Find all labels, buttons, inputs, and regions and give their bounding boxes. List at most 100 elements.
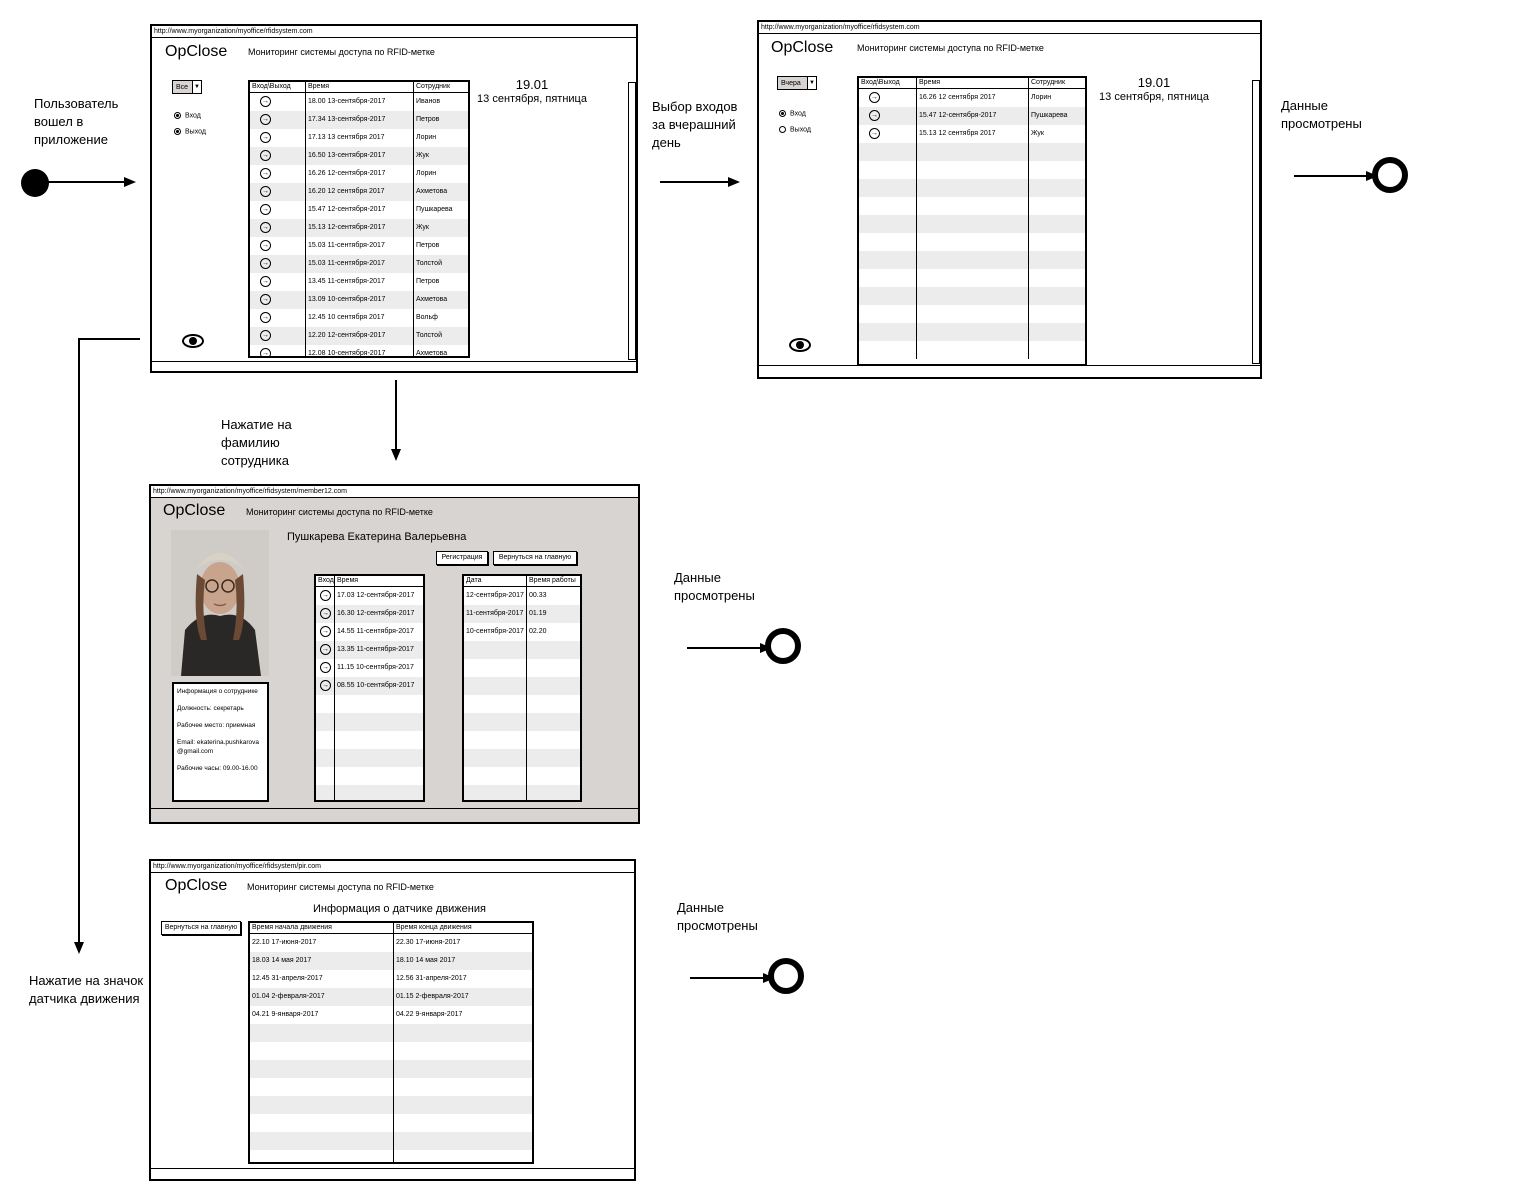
time-cell: 16.50 13-сентября-2017 [306,147,414,165]
hours-cell [527,641,580,659]
inout-cell: → [316,605,335,623]
motion-sensor-eye-icon[interactable] [182,334,204,348]
start-cell [250,1132,394,1150]
home-button[interactable]: Вернуться на главную [493,551,577,565]
address-bar[interactable]: http://www.myorganization/myoffice/rfids… [152,26,636,38]
time-cell [917,305,1029,323]
time-cell: 16.20 12 сентября 2017 [306,183,414,201]
radio-in[interactable]: Вход [779,110,806,117]
hours-cell [527,767,580,785]
date-cell [464,713,527,731]
table-row[interactable]: →13.35 11-сентября-2017 [316,641,423,659]
table-row [859,287,1085,305]
main-screen: http://www.myorganization/myoffice/rfids… [150,24,638,373]
time-cell: 16.26 12-сентября-2017 [306,165,414,183]
start-cell: 18.03 14 мая 2017 [250,952,394,970]
hours-cell: 00.33 [529,592,547,599]
start-cell [250,1060,394,1078]
table-row[interactable]: →14.55 11-сентября-2017 [316,623,423,641]
scrollbar[interactable] [628,82,636,360]
address-bar[interactable]: http://www.myorganization/myoffice/rfids… [151,861,634,873]
employee-name[interactable]: Пушкарева Екатерина Валерьевна [287,531,467,543]
time-cell: 11.15 10-сентября-2017 [337,664,414,671]
home-button[interactable]: Вернуться на главную [161,921,241,935]
table-row[interactable]: →16.30 12-сентября-2017 [316,605,423,623]
table-row [464,695,580,713]
arrowhead [728,177,740,187]
table-row[interactable]: →11.15 10-сентября-2017 [316,659,423,677]
hours-cell [527,713,580,731]
end-cell: 04.22 9-января-2017 [396,1011,463,1018]
time-cell [917,143,1029,161]
time-cell: 12.08 10-сентября-2017 [306,345,414,356]
end-cell [394,1096,532,1114]
entry-arrow-icon: → [260,240,271,251]
table-body: →17.03 12-сентября-2017→16.30 12-сентябр… [316,587,423,800]
start-cell [250,1096,394,1114]
window-footer [759,365,1260,366]
time-cell [917,341,1029,359]
entry-arrow-icon: → [320,590,331,601]
hours-cell [527,749,580,767]
table-row [316,749,423,767]
clock-date: 13 сентября, пятница [477,93,587,105]
employee-cell: Пушкарева [416,206,453,213]
time-cell [917,323,1029,341]
radio-in[interactable]: Вход [174,112,201,119]
table-row[interactable]: →08.55 10-сентября-2017 [316,677,423,695]
time-cell: 16.26 12 сентября 2017 [917,89,1029,107]
time-cell: 13.45 11-сентября-2017 [306,273,414,291]
time-cell [335,713,423,731]
scrollbar[interactable] [1252,80,1260,364]
table-row [250,1042,532,1060]
end-cell [394,1150,532,1162]
radio-out[interactable]: Выход [174,128,206,135]
period-filter[interactable]: Все ▼ [172,80,202,94]
register-button[interactable]: Регистрация [436,551,488,565]
employee-cell: Толстой [416,332,442,339]
address-bar[interactable]: http://www.myorganization/myoffice/rfids… [151,486,638,498]
arrowhead [74,942,84,954]
table-row[interactable]: →17.03 12-сентября-2017 [316,587,423,605]
period-filter[interactable]: Вчера ▼ [777,76,817,90]
table-row [859,341,1085,359]
table-row [464,731,580,749]
clock-time: 19.01 [1137,75,1171,90]
address-bar[interactable]: http://www.myorganization/myoffice/rfids… [759,22,1260,34]
radio-out[interactable]: Выход [779,126,811,133]
motion-sensor-eye-icon[interactable] [789,338,811,352]
datetime-block: 19.01 13 сентября, пятница [474,78,590,106]
sensor-label: Нажатие на значок датчика движения [29,973,144,1006]
hours-cell [527,659,580,677]
entry-arrow-icon: → [260,258,271,269]
start-cell [250,1114,394,1132]
inout-cell [859,287,917,305]
time-cell: 14.55 11-сентября-2017 [337,628,414,635]
